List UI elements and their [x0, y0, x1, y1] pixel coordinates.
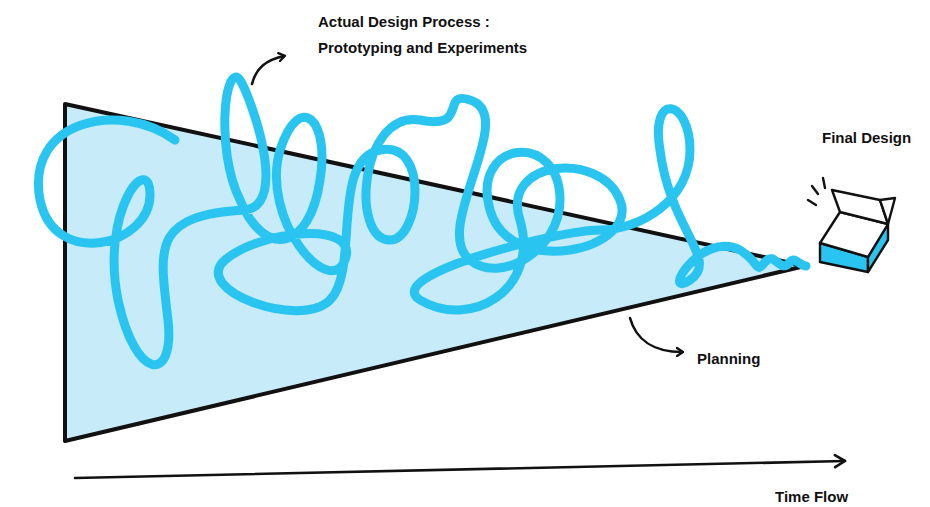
prototyping-scribble: [38, 77, 806, 365]
callout-arrow: [252, 56, 284, 84]
final-design-label: Final Design: [822, 125, 930, 151]
process-label: Actual Design Process : Prototyping and …: [318, 9, 558, 61]
final-design-box: [808, 178, 895, 272]
time-arrow: [75, 461, 845, 478]
planning-label: Planning: [697, 346, 817, 372]
callout-arrow: [630, 318, 682, 352]
time-label: Time Flow: [775, 484, 895, 507]
